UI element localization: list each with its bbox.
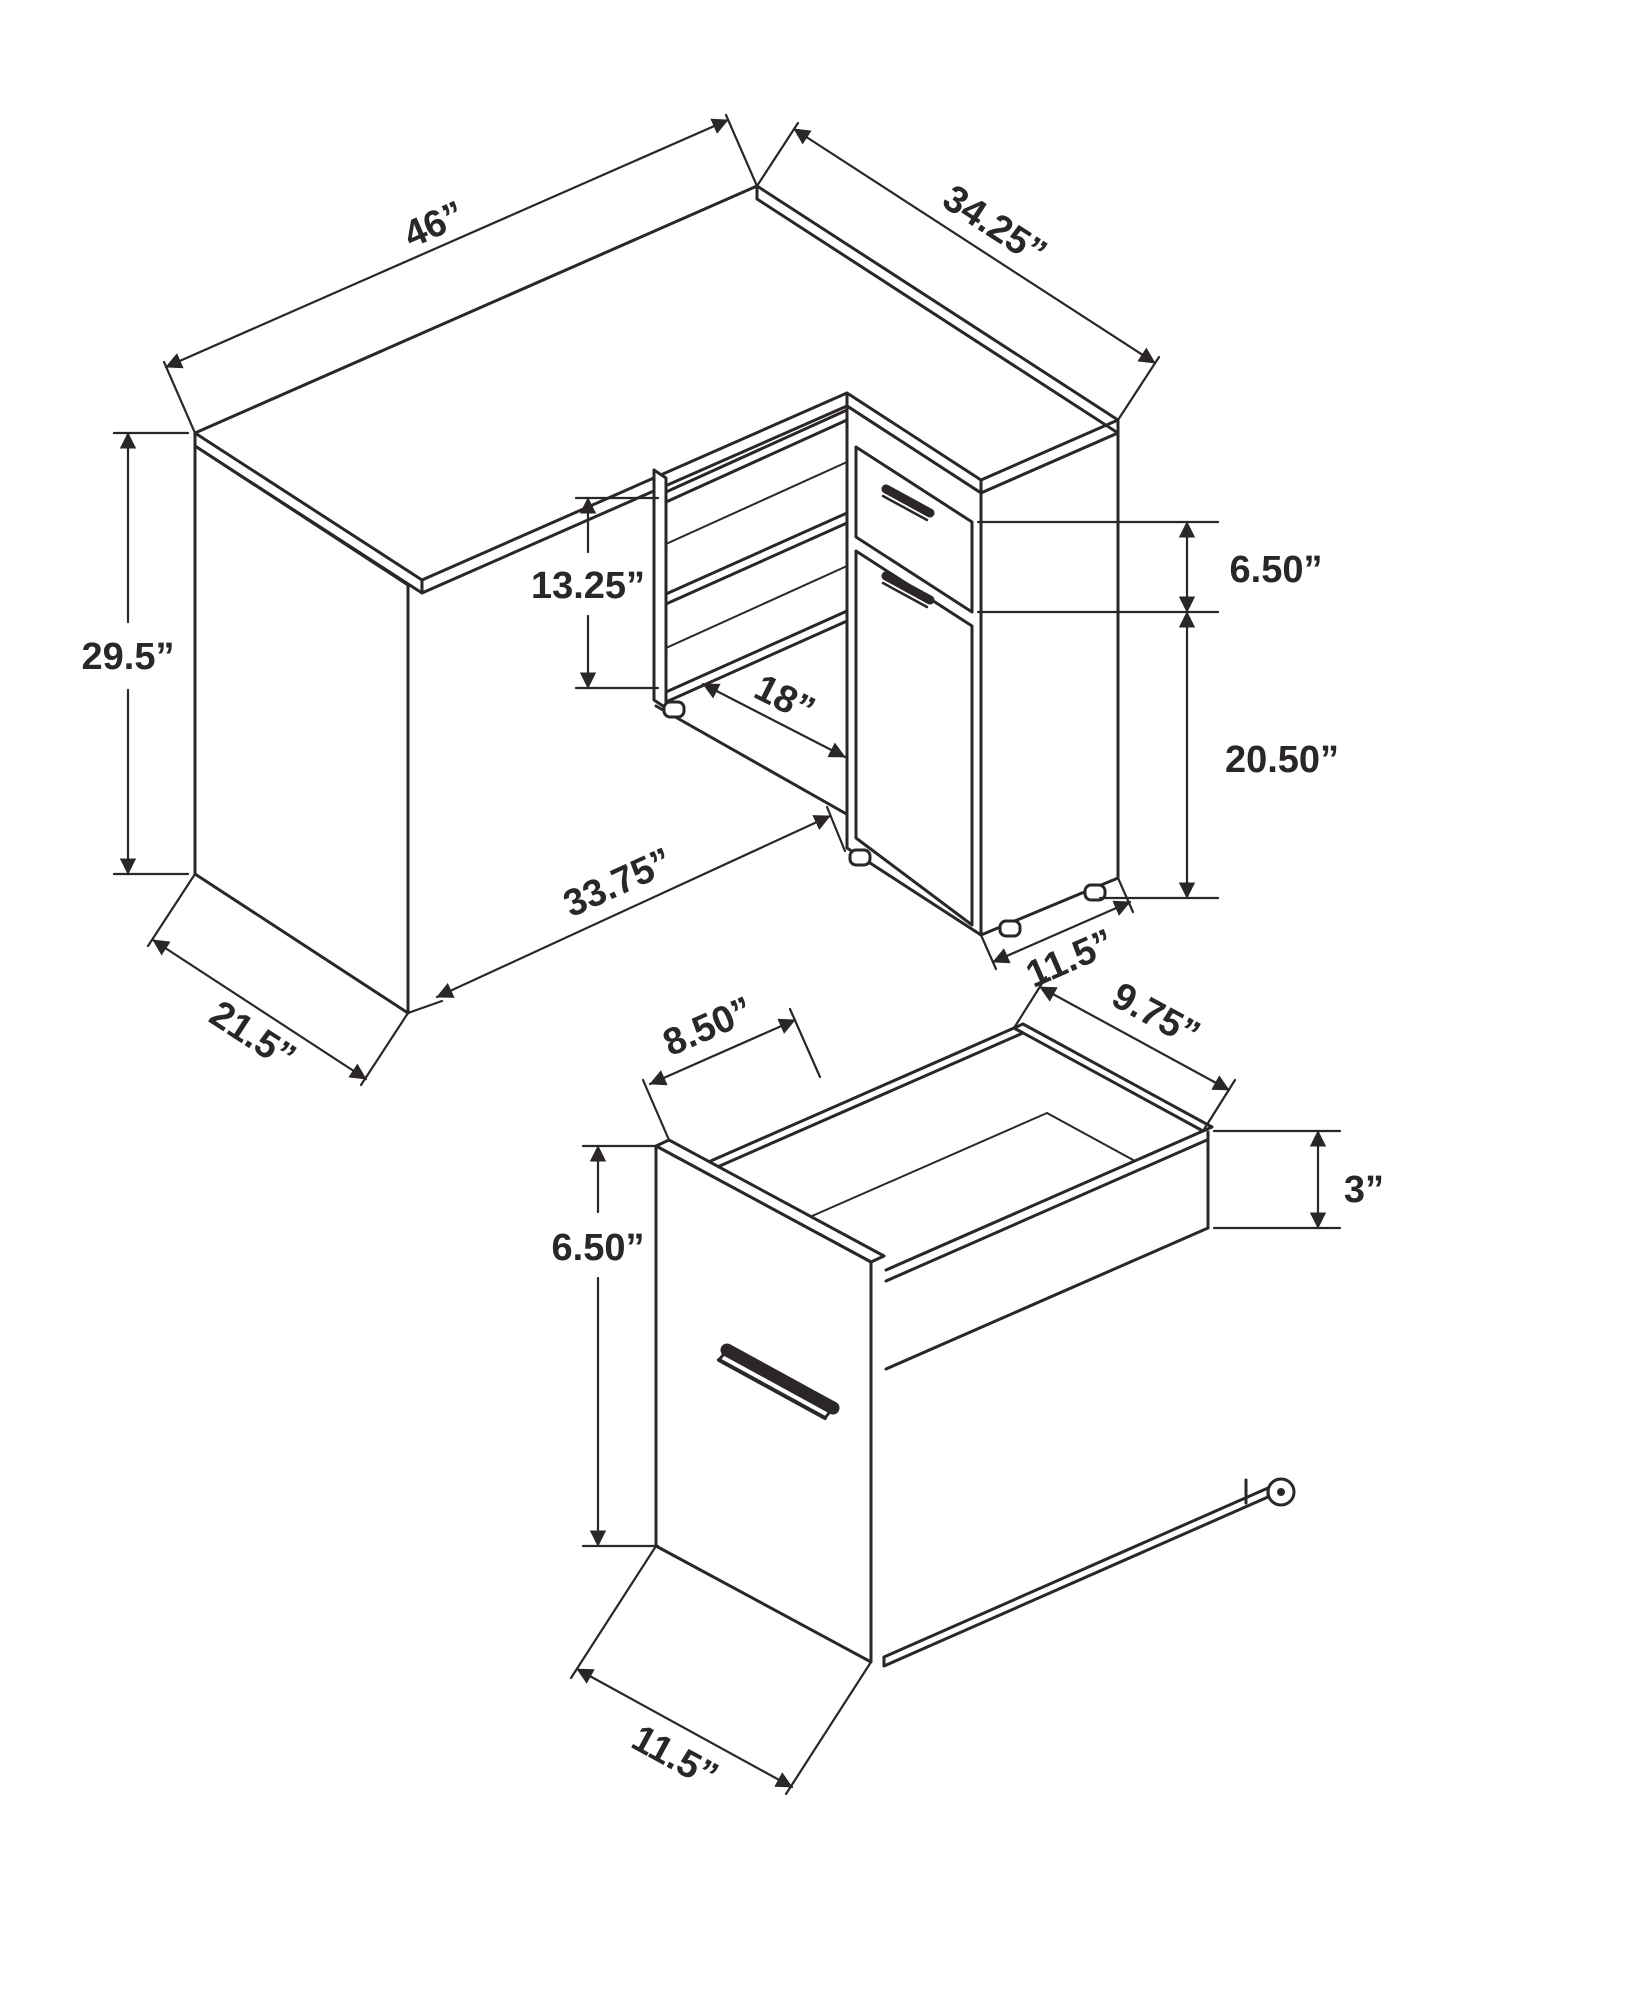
dim-label-drawer-height: 6.50”	[1230, 549, 1323, 591]
extension-lines	[755, 121, 1161, 422]
drawer-detail-view	[654, 1022, 1296, 1668]
dimension-line	[164, 118, 730, 369]
dim-label-drawer-width: 11.5”	[625, 1717, 725, 1797]
drawer-right-wall	[884, 1129, 1210, 1371]
drawer-slide-rail	[882, 1478, 1270, 1668]
dim-label-drawer-inner-depth: 9.75”	[1105, 975, 1207, 1056]
dim-label-door-height: 20.50”	[1225, 739, 1339, 781]
dim-shelf-opening-height: 13.25”	[531, 496, 660, 690]
dim-drawer-inner-depth: 9.75”	[1012, 975, 1237, 1133]
shelf-back-lines	[665, 461, 848, 649]
dimension-line	[435, 814, 832, 999]
cabinet-side-panel	[979, 431, 1120, 937]
dimension-line	[1038, 985, 1231, 1092]
extension-lines	[406, 805, 847, 1015]
dim-door-height: 20.50”	[1098, 610, 1339, 900]
extension-lines	[569, 1544, 873, 1796]
cabinet-door-handle-shadow	[881, 581, 929, 609]
shelf-top-board	[664, 408, 849, 504]
dim-drawer-side-height: 3”	[1212, 1129, 1384, 1230]
dim-label-desk-height: 29.5”	[82, 636, 175, 678]
desk-view	[193, 184, 1120, 1015]
drawer-handle-ends	[717, 1348, 835, 1420]
dim-label-shelf-opening-width: 18”	[748, 667, 822, 732]
dimension-line	[701, 682, 847, 759]
shelf-bottom-board	[654, 609, 882, 835]
dim-drawer-height: 6.50”	[976, 520, 1323, 614]
drawer-left-wall	[695, 1026, 1025, 1174]
cabinet-foot-front-left	[848, 848, 872, 867]
cabinet-foot-front-right	[998, 919, 1022, 938]
drawer-handle	[720, 1343, 840, 1415]
dim-label-drawer-inner-width: 8.50”	[657, 989, 759, 1065]
extension-lines	[162, 113, 759, 435]
dimension-line	[575, 1667, 794, 1789]
drawer-handle-bar	[717, 1358, 827, 1420]
extension-lines	[1212, 1129, 1342, 1230]
extension-lines	[146, 872, 410, 1087]
extension-lines	[976, 520, 1220, 614]
dimension-line	[648, 1018, 797, 1086]
dimension-line	[792, 127, 1157, 365]
dim-label-drawer-side-height: 3”	[1344, 1169, 1384, 1211]
rail-wheel-axle	[1277, 1488, 1285, 1496]
cabinet-drawer-handle	[881, 484, 935, 518]
dim-drawer-inner-width: 8.50”	[641, 989, 822, 1142]
dim-drawer-front-height: 6.50”	[552, 1144, 660, 1548]
cabinet-foot-back-right	[1083, 883, 1107, 902]
dim-label-cabinet-width: 11.5”	[1020, 922, 1120, 997]
extension-lines	[581, 1144, 660, 1548]
dimension-line	[991, 900, 1132, 964]
cabinet-drawer-handle-shadow	[881, 494, 929, 522]
dim-label-desk-length: 46”	[398, 193, 471, 256]
dim-label-shelf-opening-height: 13.25”	[531, 565, 645, 607]
dim-desk-height: 29.5”	[82, 431, 190, 876]
dim-label-drawer-front-height: 6.50”	[552, 1227, 645, 1269]
shelf-middle-board	[664, 511, 849, 606]
dim-base-width: 33.75”	[406, 805, 847, 1015]
drawer-front-panel	[654, 1144, 873, 1664]
shelf-side-board	[652, 468, 668, 710]
cabinet-door-handle	[881, 571, 935, 605]
dimension-line	[151, 938, 368, 1081]
shelf-foot	[662, 700, 686, 719]
